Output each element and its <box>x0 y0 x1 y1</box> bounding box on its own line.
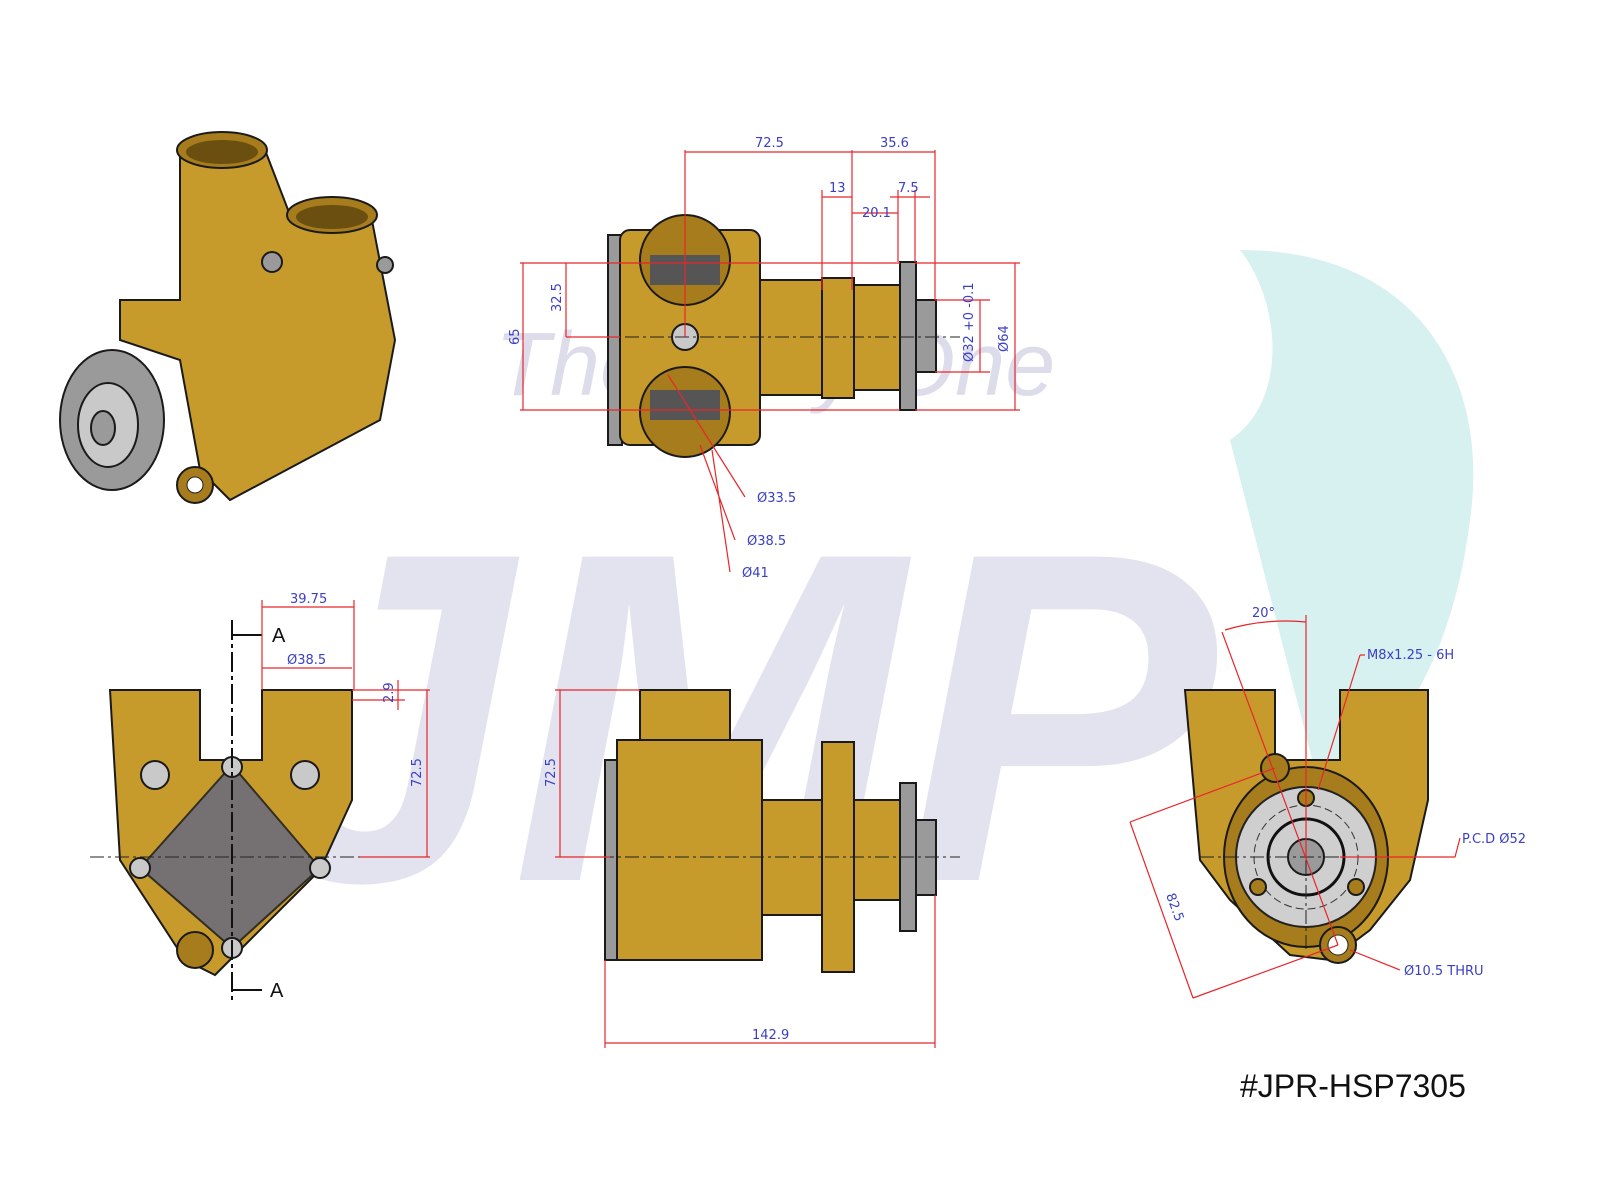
svg-text:Ø41: Ø41 <box>742 566 769 581</box>
side-view-dimensions: 72.5 35.6 13 7.5 20.1 65 32.5 Ø32 +0 -0.… <box>508 136 1020 581</box>
svg-text:P.C.D Ø52: P.C.D Ø52 <box>1462 832 1526 847</box>
svg-text:72.5: 72.5 <box>544 758 559 787</box>
part-number: #JPR-HSP7305 <box>1240 1068 1466 1104</box>
svg-text:7.5: 7.5 <box>898 181 919 196</box>
svg-text:39.75: 39.75 <box>290 592 327 607</box>
svg-text:Ø38.5: Ø38.5 <box>747 534 786 549</box>
svg-text:35.6: 35.6 <box>880 136 909 151</box>
svg-text:20.1: 20.1 <box>862 206 891 221</box>
svg-text:M8x1.25 - 6H: M8x1.25 - 6H <box>1367 648 1454 663</box>
svg-text:13: 13 <box>829 181 846 196</box>
watermark-accent-arc <box>1230 250 1474 790</box>
watermark: JMP The Only One <box>250 250 1474 980</box>
svg-text:65: 65 <box>508 328 523 345</box>
section-label-bottom: A <box>270 980 284 1002</box>
svg-text:142.9: 142.9 <box>752 1028 789 1043</box>
svg-text:72.5: 72.5 <box>755 136 784 151</box>
section-view-dimensions: 39.75 Ø38.5 2.9 72.5 <box>261 592 430 858</box>
svg-text:Ø38.5: Ø38.5 <box>287 653 326 668</box>
front-view-dimensions: 72.5 142.9 <box>544 689 936 1048</box>
svg-text:32.5: 32.5 <box>550 283 565 312</box>
svg-text:Ø33.5: Ø33.5 <box>757 491 796 506</box>
side-view <box>600 214 960 458</box>
isometric-view <box>59 131 397 504</box>
svg-text:Ø64: Ø64 <box>997 325 1012 352</box>
end-view-dimensions: 20° M8x1.25 - 6H P.C.D Ø52 82.5 Ø10.5 TH… <box>1129 606 1526 999</box>
svg-text:2.9: 2.9 <box>382 682 397 703</box>
front-view <box>600 689 960 973</box>
svg-text:Ø10.5 THRU: Ø10.5 THRU <box>1404 964 1484 979</box>
section-view: A A <box>90 620 360 1002</box>
svg-text:Ø32 +0 -0.1: Ø32 +0 -0.1 <box>962 282 977 362</box>
svg-text:20°: 20° <box>1252 606 1275 621</box>
svg-text:72.5: 72.5 <box>410 758 425 787</box>
section-label-top: A <box>272 625 286 647</box>
